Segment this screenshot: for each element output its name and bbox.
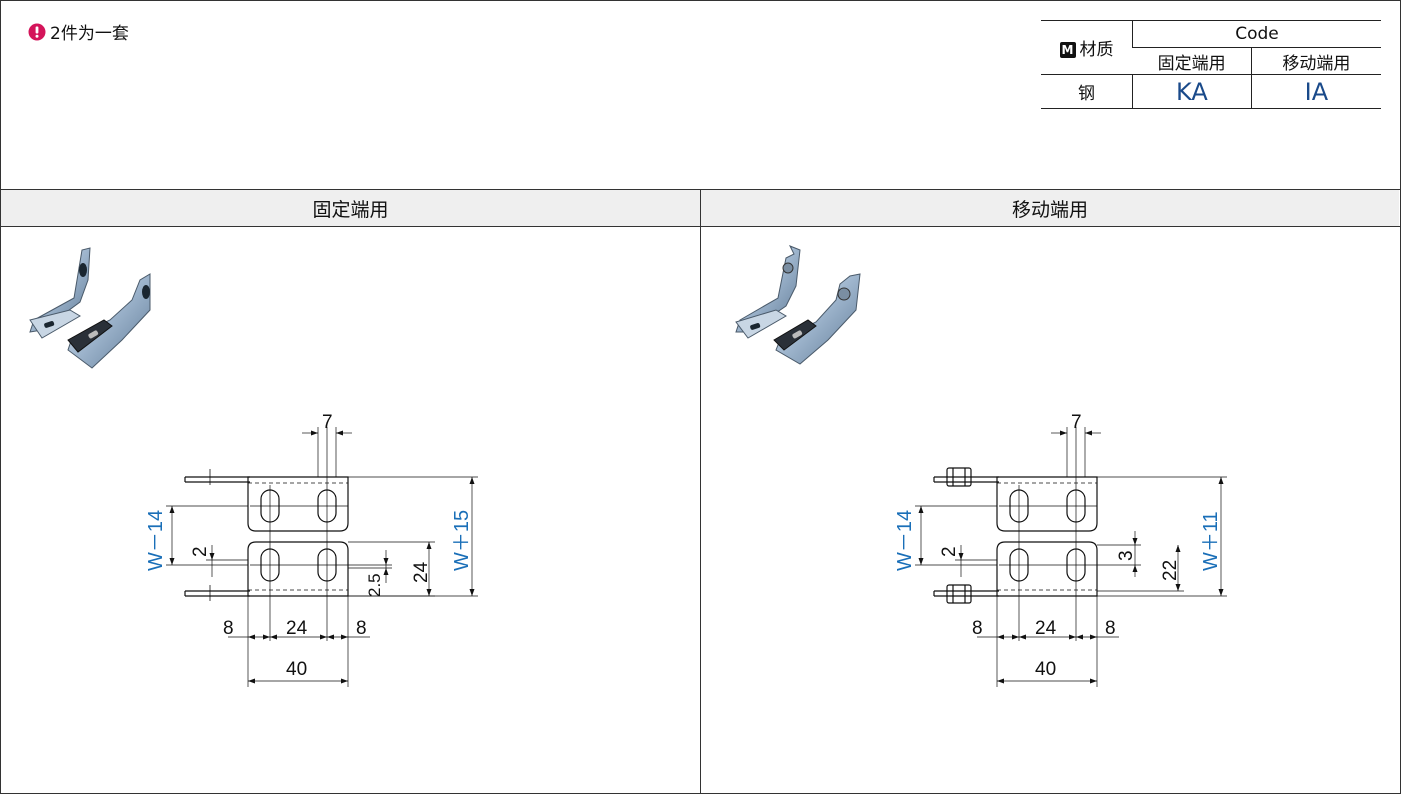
dim-w-plus: W＋15: [451, 510, 473, 571]
moving-code-value: IA: [1250, 74, 1381, 109]
dim-right-8: 8: [356, 618, 367, 639]
dim-plate-height: 22: [1160, 560, 1181, 581]
material-badge-icon: M: [1059, 42, 1076, 58]
dim-hole-width: 7: [322, 412, 333, 433]
exclamation-icon: [28, 23, 46, 40]
moving-column-header: 移动端用: [1250, 47, 1381, 75]
dim-gap: 2: [190, 546, 211, 557]
dim-plate-height: 24: [411, 561, 432, 583]
material-value: 钢: [1041, 74, 1133, 109]
dim-hole-pitch: 24: [1035, 618, 1057, 639]
dim-offset: 3: [1116, 550, 1137, 561]
dim-hole-pitch: 24: [286, 618, 308, 639]
fixed-code-value: KA: [1132, 74, 1252, 109]
dim-w-minus: W－14: [145, 510, 167, 571]
fixed-section-title: 固定端用: [1, 190, 700, 226]
code-header: Code: [1132, 20, 1381, 48]
dim-hole-width: 7: [1071, 412, 1082, 433]
section-divider-vertical: [700, 189, 701, 794]
moving-bracket-photo: [735, 245, 861, 365]
note-text: 2件为一套: [50, 24, 129, 44]
dim-right-8: 8: [1105, 618, 1116, 639]
fixed-end-drawing: 7 W－14 2 2.5 24 W＋15 8 24 8 40: [145, 412, 478, 687]
material-header: 材质: [1079, 40, 1114, 60]
dim-w-plus: W＋11: [1200, 511, 1222, 571]
dim-total-width: 40: [1035, 659, 1056, 680]
fixed-column-header: 固定端用: [1132, 47, 1252, 75]
dim-left-8: 8: [223, 618, 234, 639]
moving-section-title: 移动端用: [701, 190, 1399, 226]
dim-gap: 2: [939, 546, 960, 557]
dim-total-width: 40: [286, 659, 307, 680]
note: 2件为一套: [28, 19, 129, 44]
dim-left-8: 8: [972, 618, 983, 639]
dim-w-minus: W－14: [894, 510, 916, 571]
dim-offset: 2.5: [365, 573, 384, 597]
moving-end-drawing: 7 W－14 2 3 22 W＋11 8 24 8 40: [894, 412, 1227, 687]
fixed-bracket-photo: [29, 247, 151, 369]
